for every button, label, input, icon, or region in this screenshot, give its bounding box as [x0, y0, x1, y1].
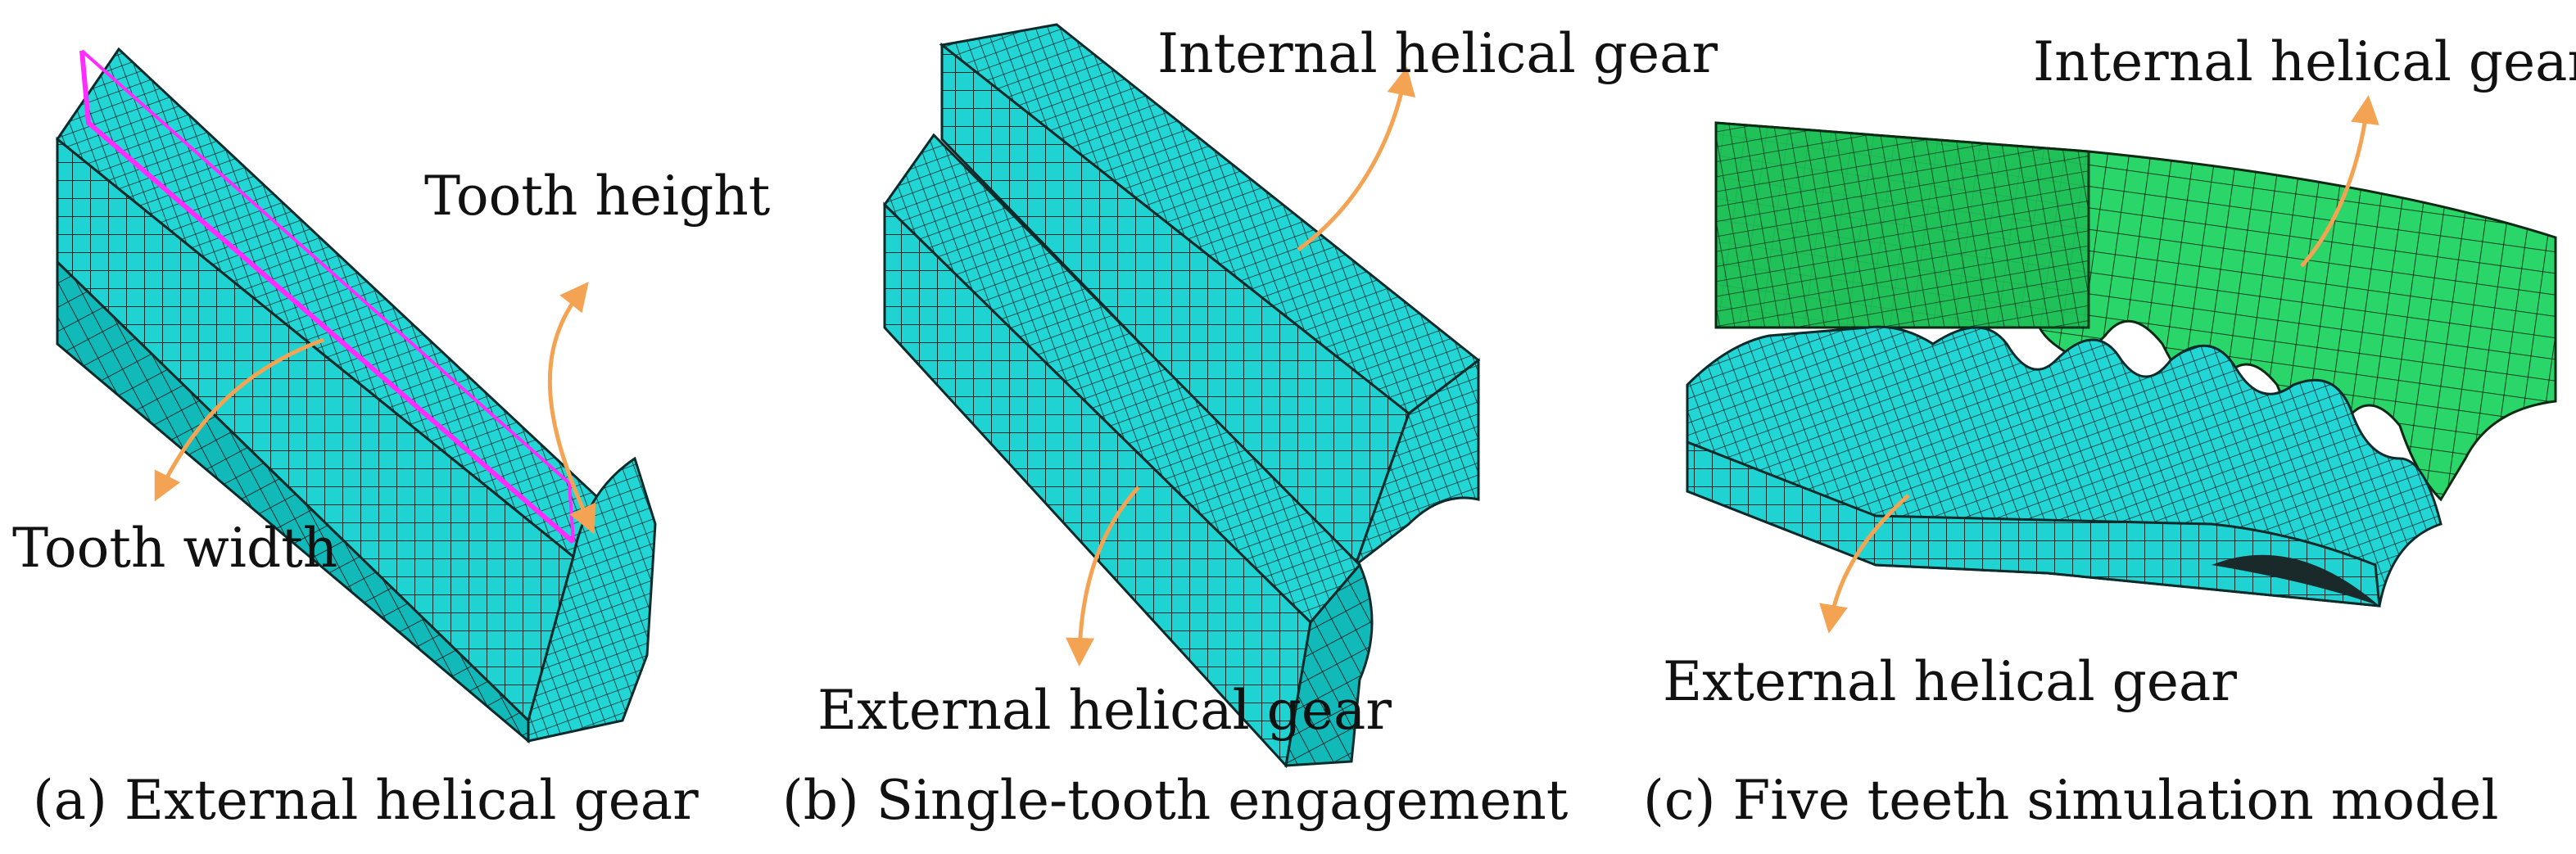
tooth-height-label: Tooth height [424, 165, 770, 228]
external-gear-arrow [1066, 486, 1140, 666]
internal-gear-arrow [1297, 66, 1416, 252]
tooth-height-arrow [547, 282, 596, 535]
panel-c-internal-arrow [2300, 95, 2379, 268]
panel-b-caption: (b) Single-tooth engagement [782, 769, 1568, 832]
panel-b-internal-label: Internal helical gear [1157, 22, 1718, 85]
tooth-width-label: Tooth width [12, 517, 337, 580]
panel-c-external-arrow [1819, 494, 1910, 634]
panel-c-caption: (c) Five teeth simulation model [1643, 769, 2498, 832]
internal-gear-mesh [939, 23, 1481, 569]
tooth-width-arrow [154, 337, 324, 502]
panel-c-internal-label: Internal helical gear [2033, 30, 2576, 93]
panel-a: Tooth height Tooth width (a) External he… [12, 47, 770, 832]
external-gear-tooth-mesh [55, 47, 657, 744]
external-gear-five-teeth-mesh [1686, 325, 2442, 608]
panel-b: Internal helical gear External helical g… [782, 22, 1718, 832]
external-gear-mesh [883, 133, 1374, 769]
panel-c-external-label: External helical gear [1663, 650, 2237, 713]
panel-c: Internal helical gear External helical g… [1643, 30, 2576, 832]
panel-a-caption: (a) External helical gear [33, 769, 699, 832]
panel-b-external-label: External helical gear [817, 679, 1392, 742]
